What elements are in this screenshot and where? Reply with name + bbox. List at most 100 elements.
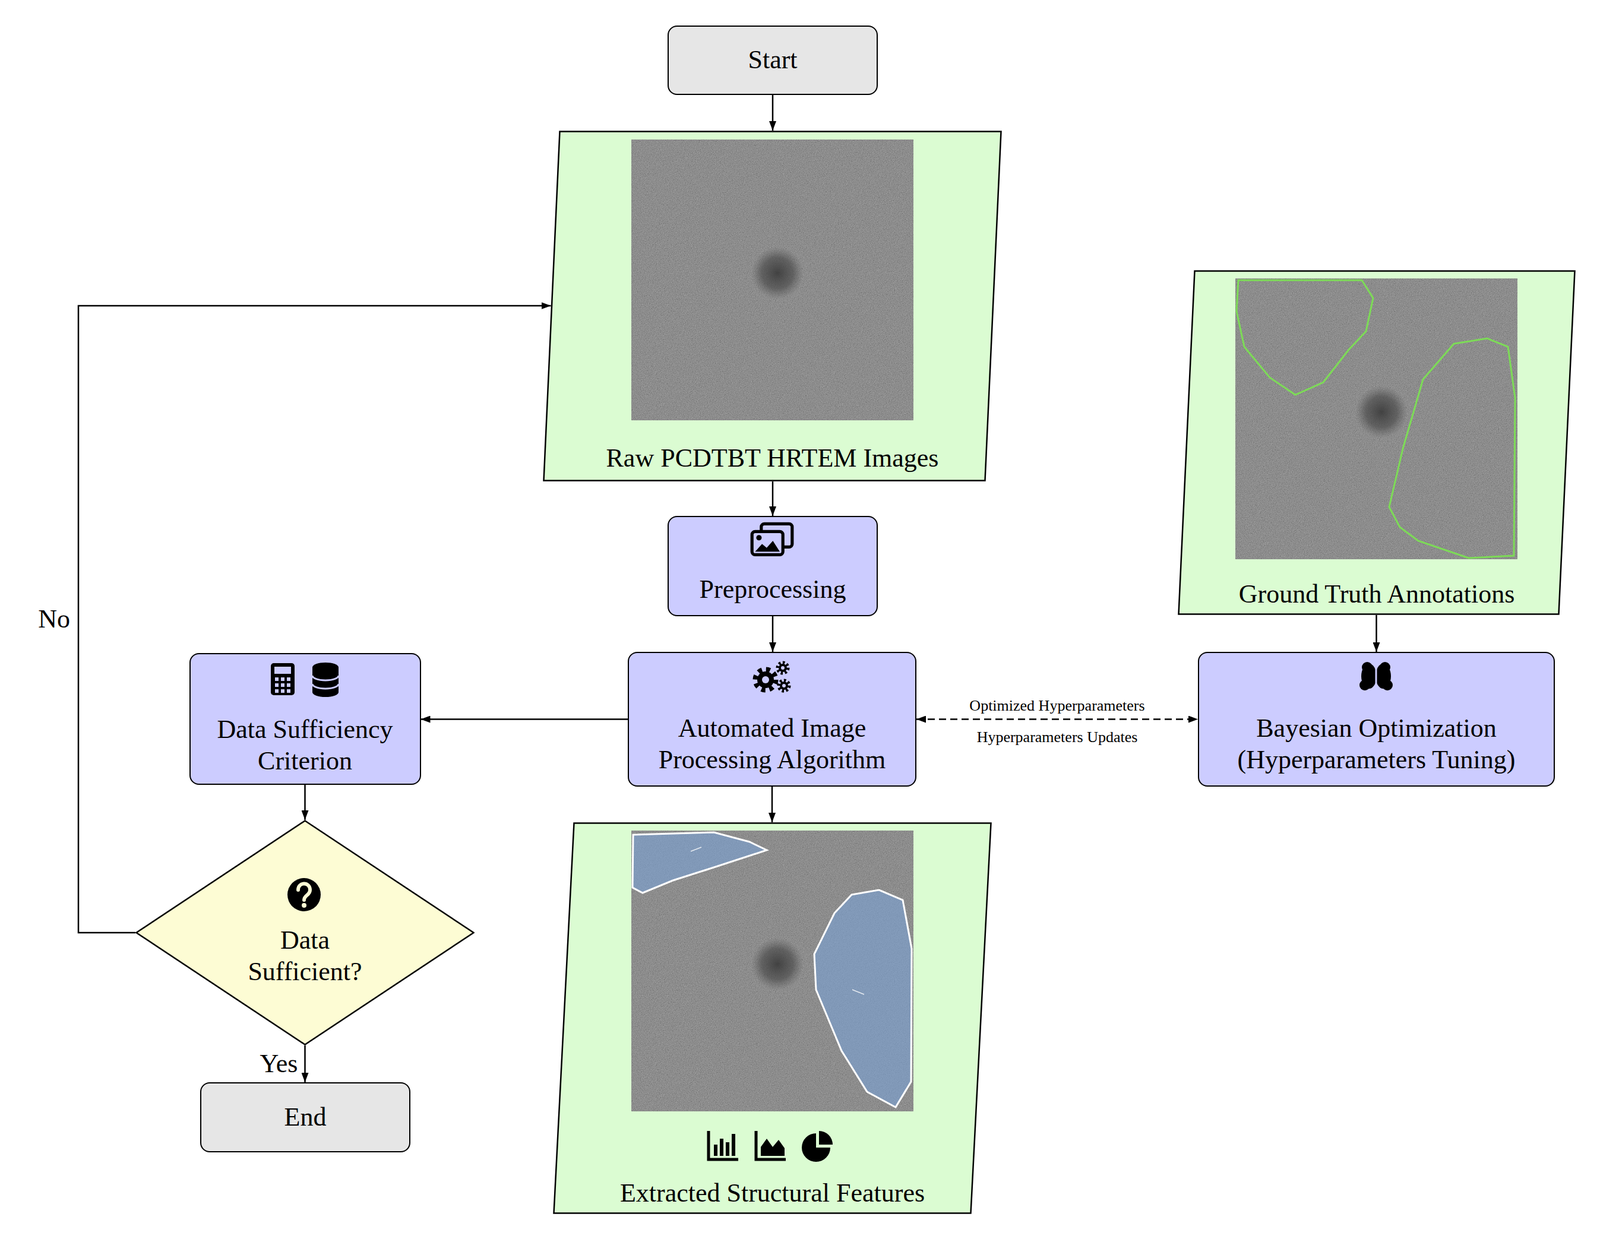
hrtem-image xyxy=(631,139,914,421)
question-dot xyxy=(301,903,307,909)
parallelogram-outline xyxy=(552,822,992,1215)
connector xyxy=(916,718,1198,721)
calculator-key xyxy=(280,683,285,688)
node-label: Data Sufficient? xyxy=(231,925,380,989)
calculator-key xyxy=(274,677,279,682)
connector xyxy=(772,616,774,653)
start-terminal: Start xyxy=(667,25,878,96)
connector xyxy=(771,786,774,823)
gear-teeth xyxy=(778,680,790,692)
area-chart-icon xyxy=(756,1131,786,1160)
brain-fissure xyxy=(1375,662,1378,691)
question-hook xyxy=(298,884,311,901)
database-ring xyxy=(312,684,339,689)
gear-teeth xyxy=(777,662,789,674)
hrtem-image xyxy=(1235,278,1518,560)
annotation-polygon xyxy=(1236,280,1374,395)
gears-icon xyxy=(755,662,790,692)
orientation-mark xyxy=(852,990,865,995)
database-body xyxy=(312,667,339,693)
segmented-region xyxy=(814,890,912,1108)
node-label: Ground Truth Annotations xyxy=(1238,579,1516,611)
node-label: Preprocessing xyxy=(699,574,847,606)
parallelogram-shape xyxy=(554,823,992,1214)
connector xyxy=(421,718,629,721)
pie-slice xyxy=(819,1131,833,1146)
brain-lobe xyxy=(1359,680,1371,691)
chart-area xyxy=(760,1139,785,1157)
gear-body xyxy=(778,663,787,673)
pie-slice xyxy=(801,1133,831,1163)
chart-bar xyxy=(713,1145,718,1157)
chart-axis xyxy=(708,1131,739,1160)
database-top xyxy=(312,662,339,673)
gear-hole xyxy=(780,666,785,670)
gear-hole xyxy=(782,684,786,688)
gear-hole xyxy=(761,676,770,684)
edge-label-anchor: Yes xyxy=(259,1048,298,1081)
connector xyxy=(1375,615,1378,653)
process-box: Data Sufficiency Criterion xyxy=(189,653,422,786)
process-box: Bayesian Optimization (Hyperparameters T… xyxy=(1197,652,1555,787)
node-label: Data Sufficiency Criterion xyxy=(201,714,410,778)
gear-teeth xyxy=(755,669,776,691)
gear-body xyxy=(779,681,789,691)
images-icon xyxy=(751,523,793,555)
parallelogram-outline xyxy=(542,130,1002,482)
diamond-shape xyxy=(136,821,474,1046)
edge-label-anchor: Optimized Hyperparameters xyxy=(969,696,1145,715)
edge-note: Hyperparameters Updates xyxy=(976,728,1138,746)
brain-lobe xyxy=(1379,662,1391,673)
node-label: Start xyxy=(747,44,798,77)
parallelogram-outline xyxy=(1177,270,1576,616)
edge-label: No xyxy=(38,604,71,634)
calculator-key xyxy=(286,683,291,688)
connector xyxy=(772,95,774,131)
gear-body xyxy=(757,671,774,689)
calculator-screen xyxy=(274,666,292,675)
hrtem-image xyxy=(631,830,914,1112)
question-disc xyxy=(287,878,321,912)
brain-lobe xyxy=(1361,662,1373,673)
node-label: Automated Image Processing Algorithm xyxy=(644,713,900,777)
data-parallelogram: Raw PCDTBT HRTEM Images xyxy=(542,130,1002,482)
data-parallelogram: Ground Truth Annotations xyxy=(1177,270,1576,616)
parallelogram-shape xyxy=(544,131,1002,482)
icon-frame xyxy=(751,531,783,555)
brain-lobe xyxy=(1361,663,1377,689)
database-bottom xyxy=(312,687,339,698)
process-box: Automated Image Processing Algorithm xyxy=(627,652,917,787)
brain-lobe xyxy=(1375,663,1391,689)
node-label: Bayesian Optimization (Hyperparameters T… xyxy=(1213,713,1541,777)
bar-chart-icon xyxy=(708,1131,739,1160)
connector xyxy=(772,481,774,517)
calculator-key xyxy=(274,683,279,688)
chart-bar xyxy=(731,1134,736,1157)
brain-icon xyxy=(1359,662,1393,691)
node-label: Raw PCDTBT HRTEM Images xyxy=(606,443,939,475)
data-parallelogram: Extracted Structural Features xyxy=(552,822,992,1215)
chart-axis xyxy=(756,1131,786,1160)
segmented-region xyxy=(632,832,767,894)
database-ring xyxy=(312,675,339,681)
node-label: End xyxy=(284,1102,327,1134)
edge-label: Yes xyxy=(259,1049,298,1079)
end-terminal: End xyxy=(200,1082,411,1153)
calculator-key xyxy=(280,677,285,682)
calculator-body xyxy=(270,663,295,696)
icon-sun xyxy=(756,535,762,541)
pie-chart-icon xyxy=(801,1131,833,1163)
annotation-outlines xyxy=(1236,280,1516,559)
question-icon xyxy=(287,878,321,912)
edge-label-anchor: No xyxy=(38,604,71,636)
parallelogram-shape xyxy=(1178,271,1576,615)
chart-bar xyxy=(719,1139,724,1157)
brain-lobe xyxy=(1382,680,1393,691)
calculator-key xyxy=(286,689,291,694)
annotation-polygon xyxy=(1389,338,1516,559)
calculator-icon xyxy=(270,663,295,696)
icon-mountain xyxy=(754,541,780,552)
